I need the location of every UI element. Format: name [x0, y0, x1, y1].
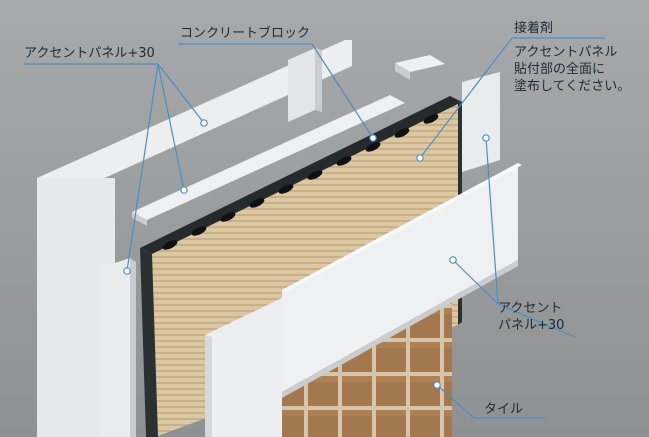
label-accent-panel-right: アクセント パネル+30: [498, 301, 565, 333]
label-accent-panel-top: アクセントパネル+30: [24, 46, 155, 61]
label-tile: タイル: [484, 402, 524, 417]
back-panels: [37, 40, 500, 437]
label-adhesive-note: アクセントパネル 貼付部の全面に 塗布してください。: [514, 45, 631, 94]
front-accent-panels: [205, 163, 522, 437]
label-adhesive-title: 接着剤: [514, 21, 554, 36]
leader-dots: [123, 119, 490, 389]
label-concrete-block: コンクリートブロック: [180, 26, 311, 41]
leader-lines: [24, 37, 605, 419]
